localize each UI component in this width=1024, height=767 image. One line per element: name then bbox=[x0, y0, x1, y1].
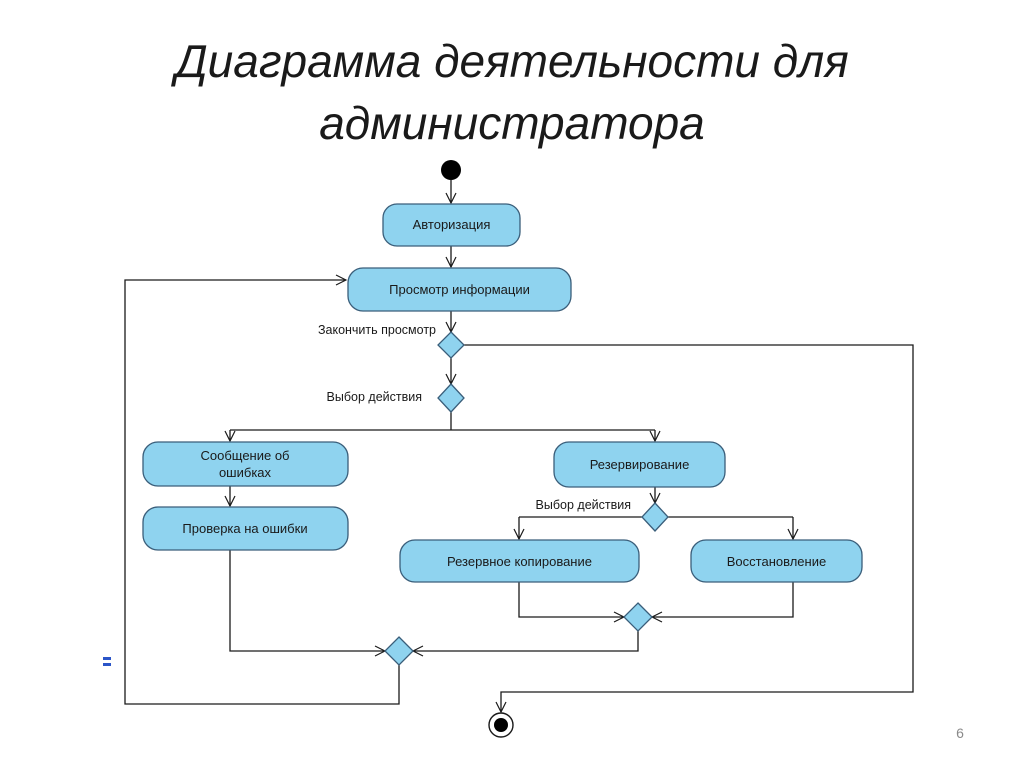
slide-title-line-2: администратора bbox=[319, 97, 705, 149]
merge-main bbox=[384, 636, 414, 666]
selection-handle-bottom bbox=[103, 663, 111, 666]
edge-merge-reservation-to-merge bbox=[413, 631, 639, 651]
activity-error-message: Сообщение об ошибках bbox=[142, 441, 349, 487]
merge-reservation bbox=[623, 602, 653, 632]
activity-error-message-label-2: ошибках bbox=[219, 465, 272, 480]
slide-title-line-1: Диаграмма деятельности для bbox=[175, 35, 849, 87]
edge-backup-to-merge bbox=[518, 582, 624, 617]
edge-finish-to-final bbox=[464, 344, 914, 712]
activity-error-check-label: Проверка на ошибки bbox=[182, 521, 307, 536]
activity-view: Просмотр информации bbox=[347, 267, 572, 312]
activity-auth: Авторизация bbox=[382, 203, 521, 247]
activity-restore: Восстановление bbox=[690, 539, 863, 583]
activity-restore-label: Восстановление bbox=[727, 554, 826, 569]
decision-choose-action bbox=[437, 383, 465, 413]
edge-loop-back-to-view bbox=[124, 280, 400, 705]
edge-restore-to-merge bbox=[652, 582, 794, 617]
decision-choose-reservation-action bbox=[641, 502, 669, 532]
edge-check-to-merge bbox=[229, 550, 385, 651]
slide-number: 6 bbox=[956, 725, 964, 741]
final-node bbox=[488, 712, 514, 738]
initial-node bbox=[441, 160, 461, 180]
activity-error-check: Проверка на ошибки bbox=[142, 506, 349, 551]
activity-view-label: Просмотр информации bbox=[389, 282, 530, 297]
decision-finish-view bbox=[437, 331, 465, 359]
activity-auth-label: Авторизация bbox=[413, 217, 491, 232]
guard-choose-action-label: Выбор действия bbox=[327, 390, 422, 404]
slide-title: Диаграмма деятельности для администратор… bbox=[0, 30, 1024, 154]
guard-choose-reservation-action-label: Выбор действия bbox=[536, 498, 631, 512]
activity-backup-label: Резервное копирование bbox=[447, 554, 592, 569]
activity-backup: Резервное копирование bbox=[399, 539, 640, 583]
selection-handle-top bbox=[103, 657, 111, 660]
activity-reservation: Резервирование bbox=[553, 441, 726, 488]
activity-error-message-label-1: Сообщение об bbox=[200, 448, 289, 463]
activity-reservation-label: Резервирование bbox=[590, 457, 690, 472]
guard-finish-view-label: Закончить просмотр bbox=[318, 323, 436, 337]
